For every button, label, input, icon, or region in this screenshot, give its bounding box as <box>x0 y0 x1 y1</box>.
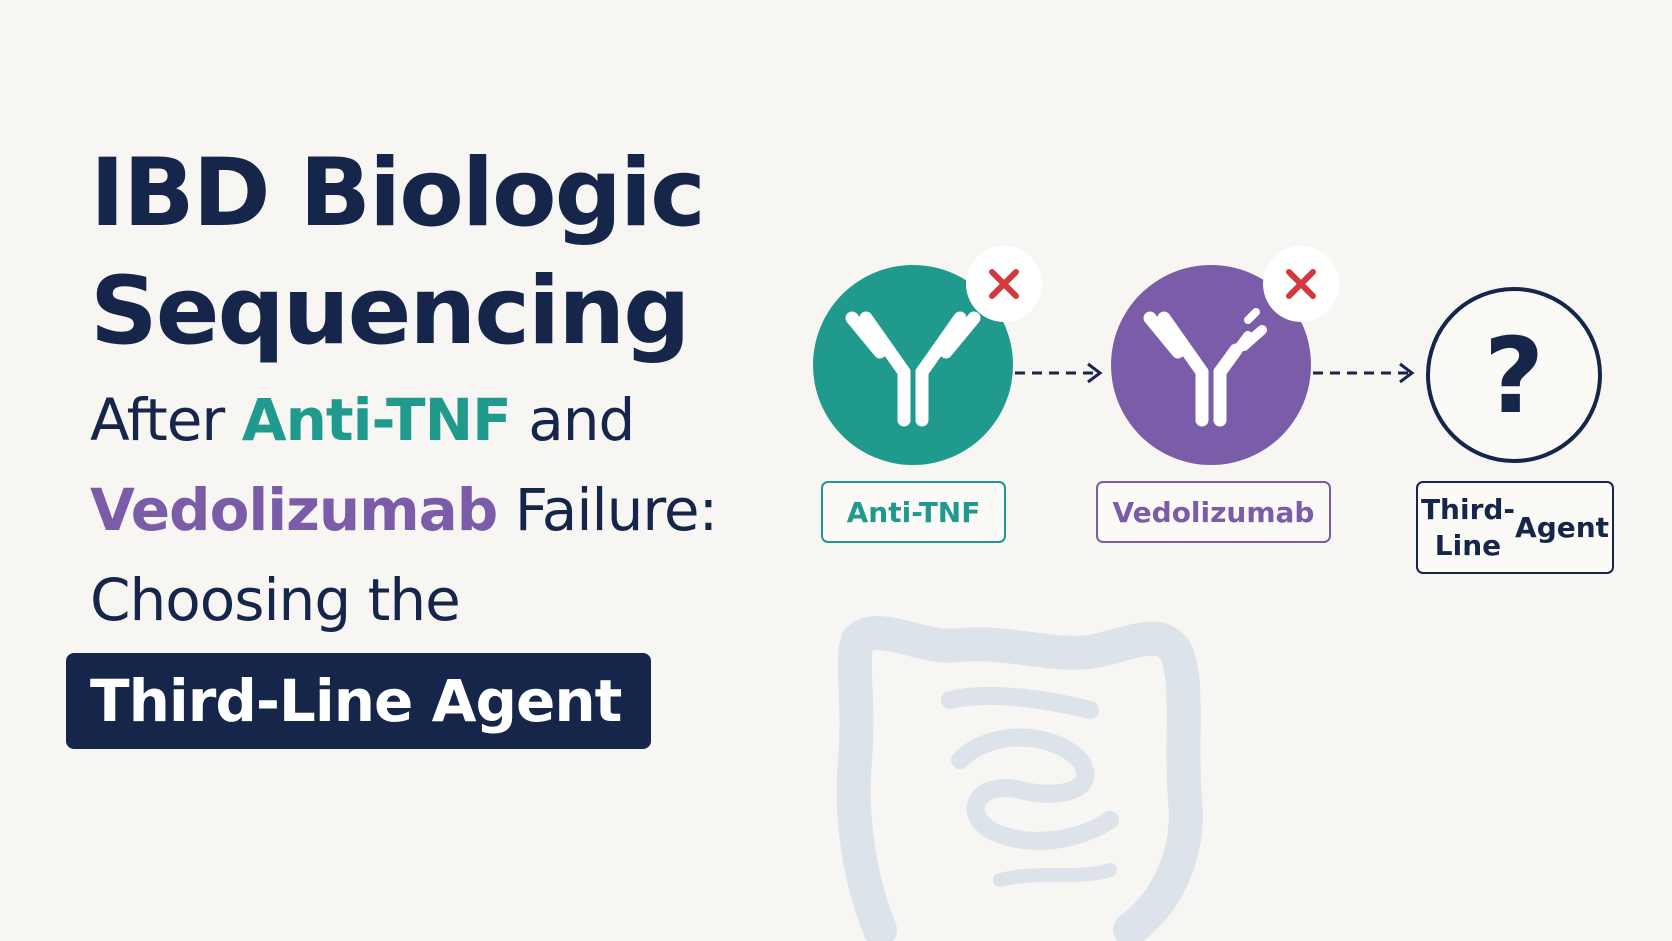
subtitle-after: After <box>90 386 242 454</box>
subtitle-vedolizumab: Vedolizumab <box>90 476 498 544</box>
third-line-agent-badge: Third-Line Agent <box>66 653 652 749</box>
subtitle-line-3: Choosing the <box>90 566 461 634</box>
third-line-label-line-1: Third-Line <box>1420 492 1516 562</box>
x-mark-icon <box>989 269 1019 299</box>
subtitle-line-1: After Anti-TNF and <box>90 375 730 465</box>
third-line-agent-label: Third-Line Agent <box>1416 481 1614 574</box>
subtitle-anti-tnf: Anti-TNF <box>241 386 512 454</box>
anti-tnf-label: Anti-TNF <box>821 481 1006 543</box>
subtitle-failure: Failure: <box>497 476 718 544</box>
subtitle-and: and <box>510 386 635 454</box>
question-mark-icon: ? <box>1484 315 1544 437</box>
arrow-1 <box>1015 362 1103 384</box>
title-block: IBD Biologic Sequencing After Anti-TNF a… <box>66 135 730 749</box>
antibody-icon <box>845 311 981 427</box>
x-mark-icon <box>1286 269 1316 299</box>
third-line-label-line-2: Agent <box>1515 510 1610 544</box>
vedolizumab-label: Vedolizumab <box>1096 481 1331 543</box>
title-line-2: Sequencing <box>90 257 690 366</box>
title-line-1: IBD Biologic <box>90 139 706 248</box>
subtitle-line-2: Vedolizumab Failure: <box>90 465 730 555</box>
antibody-icon <box>1143 308 1267 427</box>
third-line-node <box>1426 287 1602 463</box>
arrow-2 <box>1313 362 1415 384</box>
